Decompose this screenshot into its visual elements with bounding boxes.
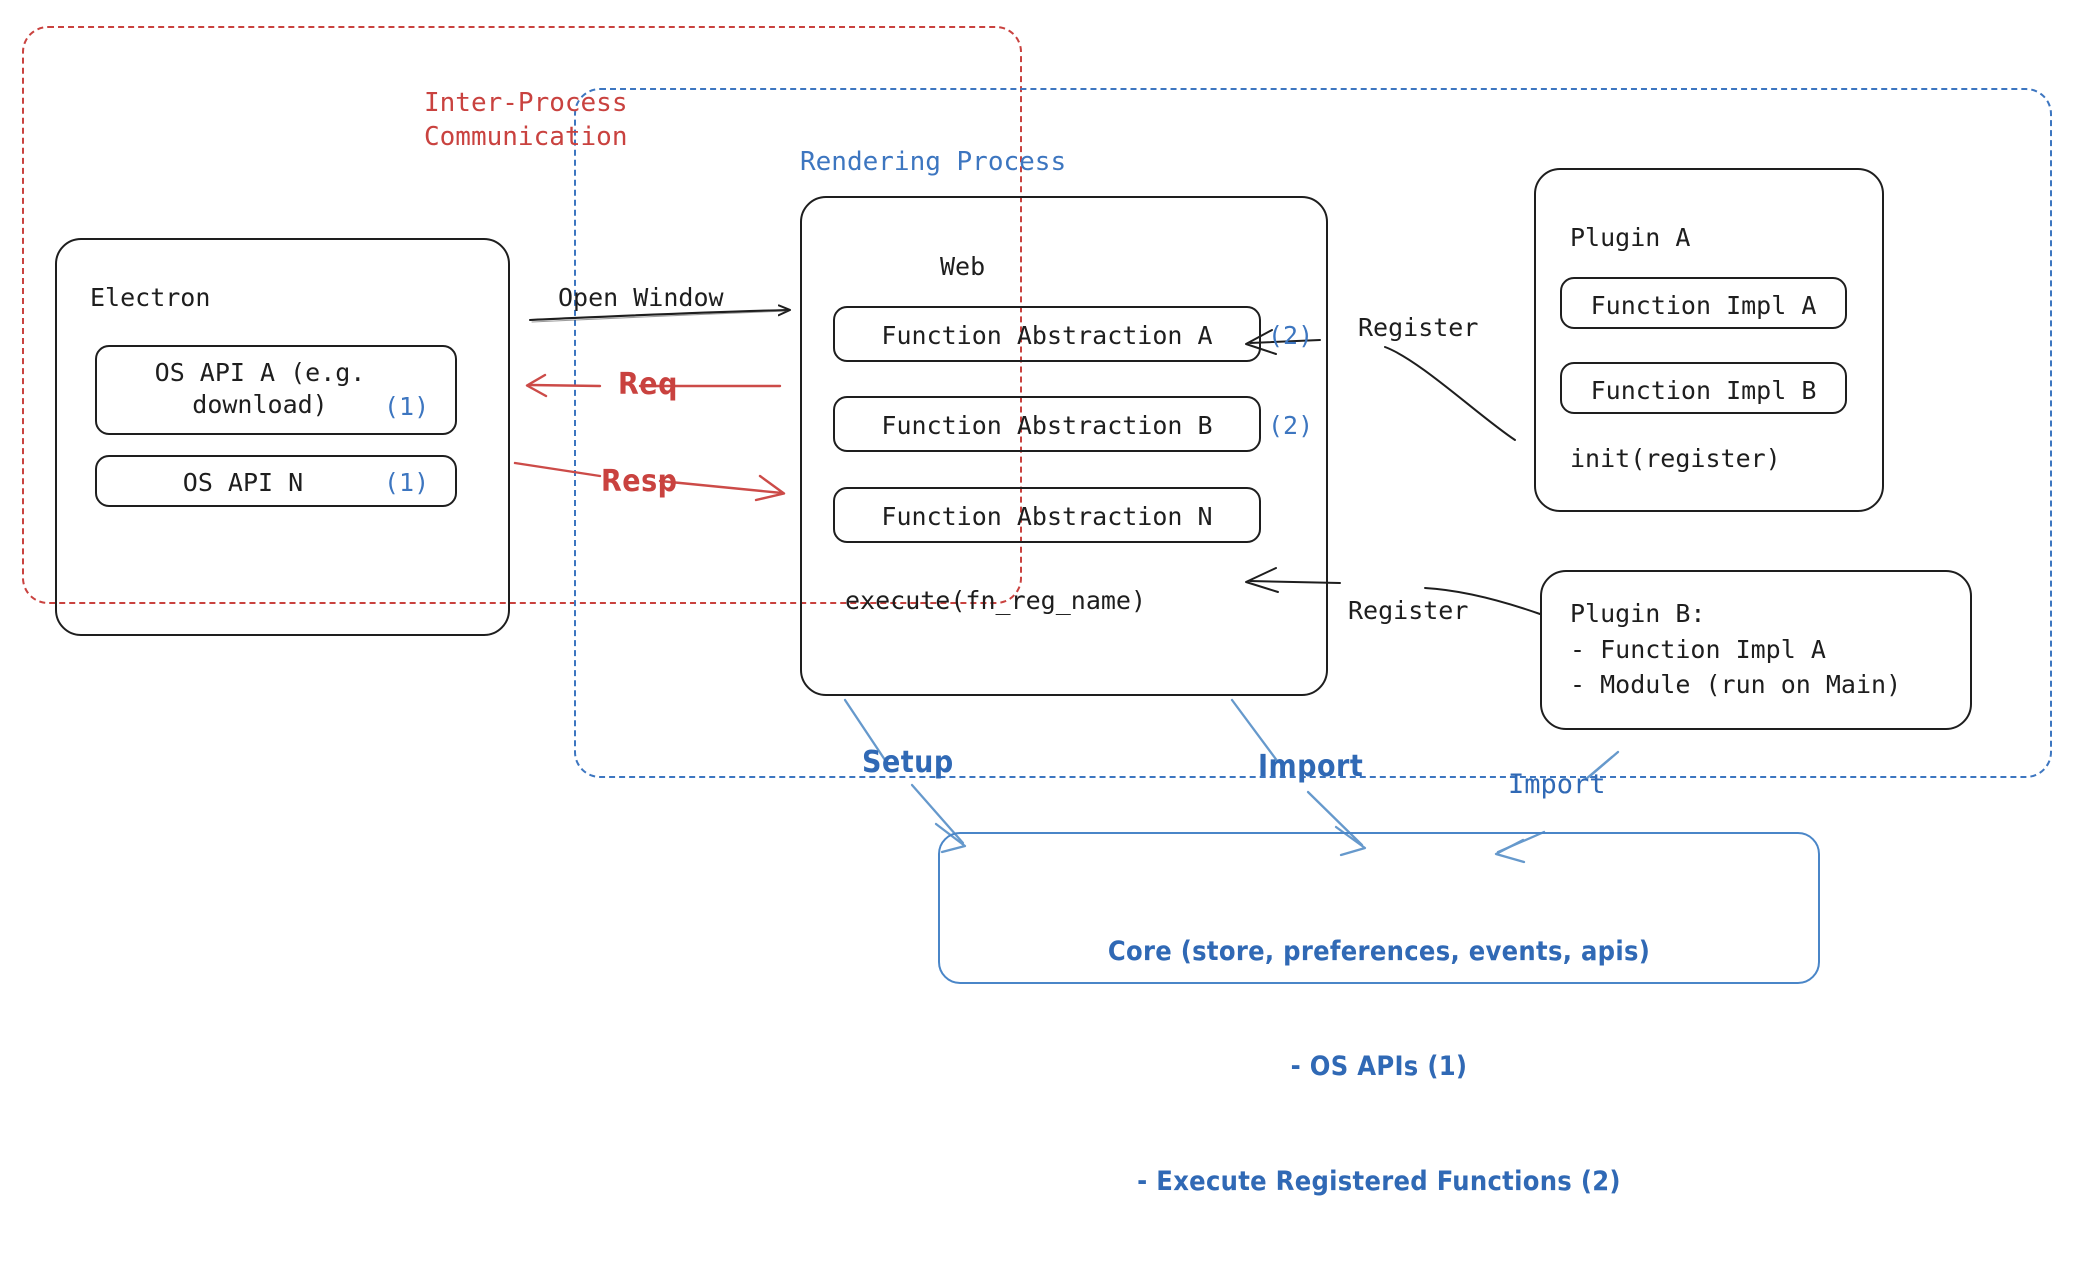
rendering-process-boundary xyxy=(574,88,2052,778)
plugin-a-init-label: init(register) xyxy=(1570,444,1781,473)
ipc-boundary xyxy=(22,26,1022,604)
plugin-a-function-impl-b-box[interactable] xyxy=(1560,362,1847,414)
plugin-a-box[interactable] xyxy=(1534,168,1884,512)
function-abstraction-b-box[interactable] xyxy=(833,396,1261,452)
arrow-label-setup: Setup xyxy=(862,745,954,780)
electron-title: Electron xyxy=(90,283,211,312)
plugin-a-title: Plugin A xyxy=(1570,223,1691,252)
core-line-3: - Execute Registered Functions (2) xyxy=(1137,1165,1621,1197)
arrow-label-import-web: Import xyxy=(1258,749,1364,784)
os-api-a-label: OS API A (e.g. download) xyxy=(154,358,366,419)
arrow-label-resp: Resp xyxy=(601,464,678,499)
web-box[interactable] xyxy=(800,196,1328,696)
os-api-a-box[interactable] xyxy=(95,345,457,435)
ipc-title: Inter-Process Communication xyxy=(424,88,628,153)
core-line-2: - OS APIs (1) xyxy=(1290,1050,1468,1082)
electron-box[interactable] xyxy=(55,238,510,636)
arrow-label-register-b: Register xyxy=(1348,596,1469,625)
function-abstraction-b-marker: (2) xyxy=(1268,411,1314,440)
function-abstraction-n-label: Function Abstraction N xyxy=(881,502,1213,531)
function-abstraction-a-box[interactable] xyxy=(833,306,1261,362)
plugin-a-function-impl-a-label: Function Impl A xyxy=(1590,291,1817,320)
function-abstraction-a-label: Function Abstraction A xyxy=(881,321,1213,350)
plugin-b-text: Plugin B: - Function Impl A - Module (ru… xyxy=(1570,599,1902,699)
arrow-label-register-a: Register xyxy=(1358,313,1479,342)
core-line-1: Core (store, preferences, events, apis) xyxy=(1107,935,1651,967)
web-execute-label: execute(fn_reg_name) xyxy=(845,586,1147,615)
plugin-b-box[interactable] xyxy=(1540,570,1972,730)
rendering-process-title: Rendering Process xyxy=(800,147,1067,177)
function-abstraction-n-box[interactable] xyxy=(833,487,1261,543)
os-api-n-label: OS API N xyxy=(182,468,304,497)
web-title: Web xyxy=(940,252,986,281)
plugin-a-function-impl-b-label: Function Impl B xyxy=(1590,376,1817,405)
core-box[interactable] xyxy=(938,832,1820,984)
core-text: Core (store, preferences, events, apis) … xyxy=(938,856,1820,1278)
os-api-n-marker: (1) xyxy=(384,468,430,497)
os-api-a-marker: (1) xyxy=(384,392,430,421)
function-abstraction-b-label: Function Abstraction B xyxy=(881,411,1213,440)
diagram-canvas: Inter-Process Communication Rendering Pr… xyxy=(22,26,2052,1197)
arrow-label-req: Req xyxy=(618,367,678,402)
os-api-n-box[interactable] xyxy=(95,455,457,507)
arrow-label-open-window: Open Window xyxy=(558,283,724,312)
plugin-a-function-impl-a-box[interactable] xyxy=(1560,277,1847,329)
function-abstraction-a-marker: (2) xyxy=(1268,321,1314,350)
arrow-label-import-plugin-b: Import xyxy=(1508,769,1606,800)
